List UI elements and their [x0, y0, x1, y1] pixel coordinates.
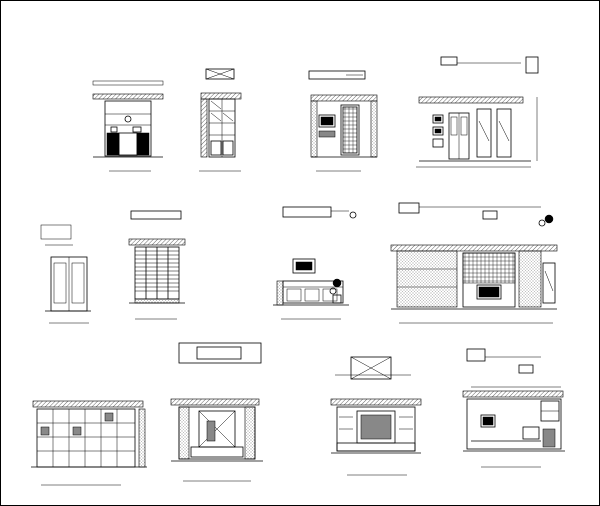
elevation-panel-7: [273, 206, 357, 320]
elevation-panel-10: [170, 342, 263, 482]
elevation-panel-6: [128, 210, 186, 320]
elevation-panel-9: [31, 400, 147, 486]
elevation-panel-8: [390, 202, 558, 324]
elevation-panel-1: [92, 80, 164, 172]
elevation-panel-12: [462, 348, 565, 468]
elevation-panel-4: [416, 56, 539, 168]
elevation-panel-11: [330, 356, 422, 476]
elevation-panel-3: [308, 70, 378, 172]
elevation-panel-5: [40, 224, 91, 324]
elevation-panel-2: [199, 68, 242, 172]
